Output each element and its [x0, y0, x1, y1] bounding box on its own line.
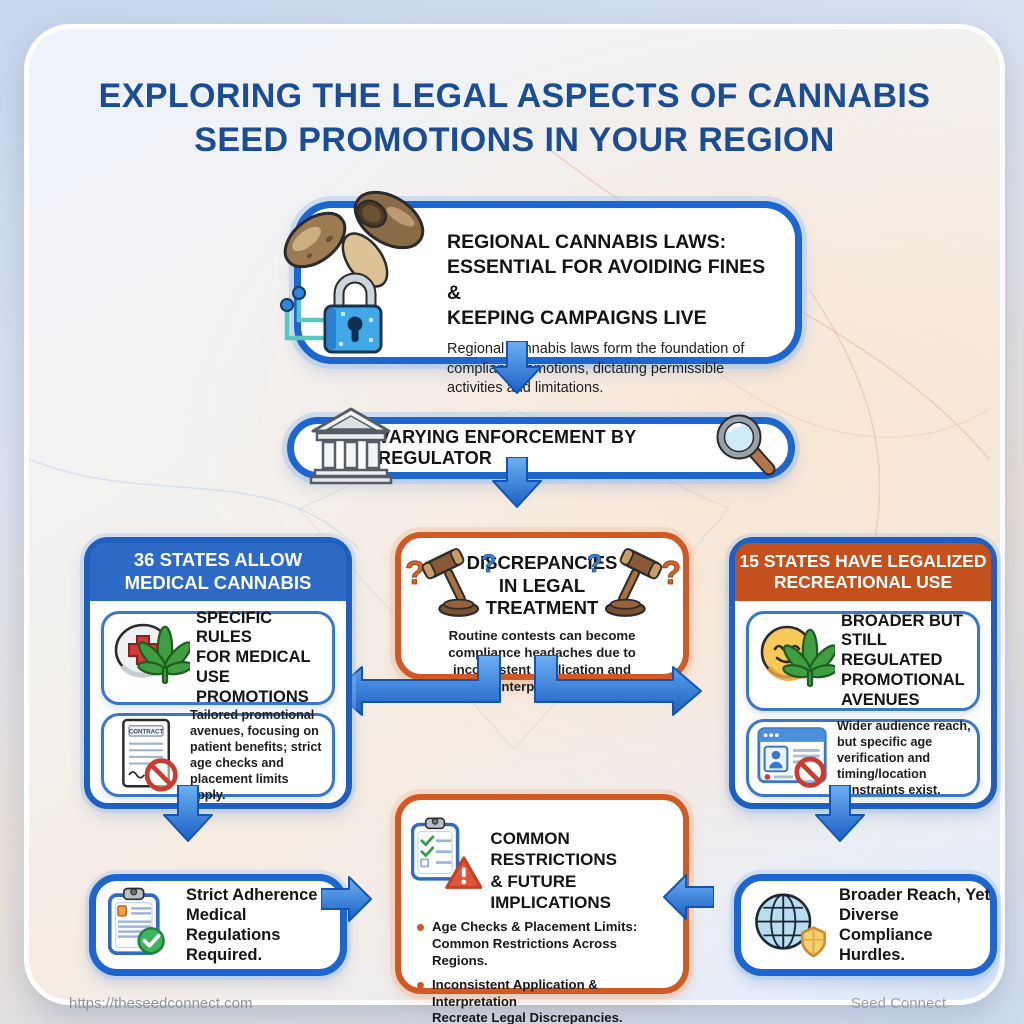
page-title: EXPLORING THE LEGAL ASPECTS OF CANNABIS …: [98, 77, 931, 159]
smiley-leaf-icon: [760, 625, 835, 688]
arrow-discrepancies-to-medical: [333, 655, 501, 716]
arrow-recreational-to-outcome: [815, 785, 865, 842]
bullet-item: Age Checks & Placement Limits: Common Re…: [417, 919, 673, 970]
medical-states-box: 36 STATES ALLOW MEDICAL CANNABIS SPECIFI…: [84, 537, 352, 809]
magnifier-icon: [716, 414, 776, 476]
gavel-question-icon-left: ? ?: [405, 546, 497, 617]
recreational-detail-text: Wider audience reach, but specific age v…: [837, 718, 971, 798]
medical-outcome-box: Strict Adherence to Medical Regulations …: [89, 874, 347, 976]
medical-detail-card: CONTRACT Tailored promotional avenues, f…: [101, 708, 335, 802]
medical-rules-text: SPECIFIC RULES FOR MEDICAL USE PROMOTION…: [196, 608, 311, 706]
clipboard-check-icon: [108, 886, 165, 956]
restrictions-bullet-list: Age Checks & Placement Limits: Common Re…: [401, 913, 683, 1024]
recreational-outcome-box: Broader Reach, Yet Diverse Compliance Hu…: [734, 874, 997, 976]
medical-cross-leaf-icon: [114, 623, 190, 685]
recreational-rules-card: BROADER BUT STILL REGULATED PROMOTIONAL …: [746, 611, 980, 711]
regional-laws-heading: REGIONAL CANNABIS LAWS: ESSENTIAL FOR AV…: [447, 231, 766, 330]
footer-url: https://theseedconnect.com: [69, 995, 253, 1012]
regional-laws-box: REGIONAL CANNABIS LAWS: ESSENTIAL FOR AV…: [280, 190, 802, 396]
medical-rules-card: SPECIFIC RULES FOR MEDICAL USE PROMOTION…: [101, 608, 335, 706]
contract-icon-label: CONTRACT: [129, 729, 164, 736]
recreational-outcome-text: Broader Reach, Yet Diverse Compliance Hu…: [839, 885, 991, 965]
contract-restriction-icon: CONTRACT: [122, 718, 178, 792]
arrow-recreational-outcome-to-restrictions: [663, 874, 714, 920]
browser-restriction-icon: [757, 727, 827, 788]
padlock-circuit-icon: [280, 272, 383, 354]
cannabis-seeds-lock-icon: [280, 190, 425, 354]
bullet-text: Inconsistent Application & Interpretatio…: [432, 976, 623, 1024]
arrow-pill-to-discrepancies: [492, 457, 542, 508]
restrictions-box: COMMON RESTRICTIONS & FUTURE IMPLICATION…: [395, 794, 689, 1024]
bullet-text: Age Checks & Placement Limits: Common Re…: [432, 919, 638, 968]
whole-seed: [283, 211, 347, 269]
recreational-states-box: 15 STATES HAVE LEGALIZED RECREATIONAL US…: [729, 537, 997, 809]
recreational-detail-card: Wider audience reach, but specific age v…: [746, 719, 980, 797]
svg-text:?: ?: [481, 550, 496, 578]
bullet-dot: [417, 981, 424, 989]
discrepancies-box: ? ? DISCREPANCIES IN LEGAL TREATMENT ? ?…: [395, 532, 689, 694]
globe-shield-icon: [755, 893, 826, 958]
restrictions-heading: COMMON RESTRICTIONS & FUTURE IMPLICATION…: [490, 829, 617, 912]
arrow-top-to-pill: [492, 341, 542, 394]
medical-outcome-text: Strict Adherence to Medical Regulations …: [186, 885, 338, 965]
clipboard-warning-icon: [411, 816, 483, 889]
enforcement-pill: VARYING ENFORCEMENT BY REGULATOR: [287, 407, 795, 485]
bullet-dot: [417, 924, 424, 931]
bank-icon: [309, 407, 393, 485]
medical-states-header: 36 STATES ALLOW MEDICAL CANNABIS: [90, 543, 346, 601]
footer-brand: Seed Connect: [850, 995, 946, 1012]
arrow-discrepancies-to-recreational: [534, 655, 702, 716]
svg-text:?: ?: [587, 550, 602, 578]
arrow-medical-outcome-to-restrictions: [321, 876, 372, 922]
discrepancies-heading: DISCREPANCIES IN LEGAL TREATMENT: [466, 552, 618, 619]
enforcement-pill-label: VARYING ENFORCEMENT BY REGULATOR: [378, 427, 637, 468]
bullet-item: Inconsistent Application & Interpretatio…: [417, 977, 673, 1024]
infographic-card: EXPLORING THE LEGAL ASPECTS OF CANNABIS …: [24, 24, 1005, 1024]
cut-seed: [353, 190, 425, 250]
svg-text:?: ?: [405, 554, 425, 591]
recreational-states-header: 15 STATES HAVE LEGALIZED RECREATIONAL US…: [735, 543, 991, 601]
arrow-medical-to-outcome: [163, 785, 213, 842]
svg-text:?: ?: [661, 554, 681, 591]
gavel-question-icon-right: ? ?: [587, 546, 681, 617]
recreational-rules-text: BROADER BUT STILL REGULATED PROMOTIONAL …: [841, 611, 965, 709]
